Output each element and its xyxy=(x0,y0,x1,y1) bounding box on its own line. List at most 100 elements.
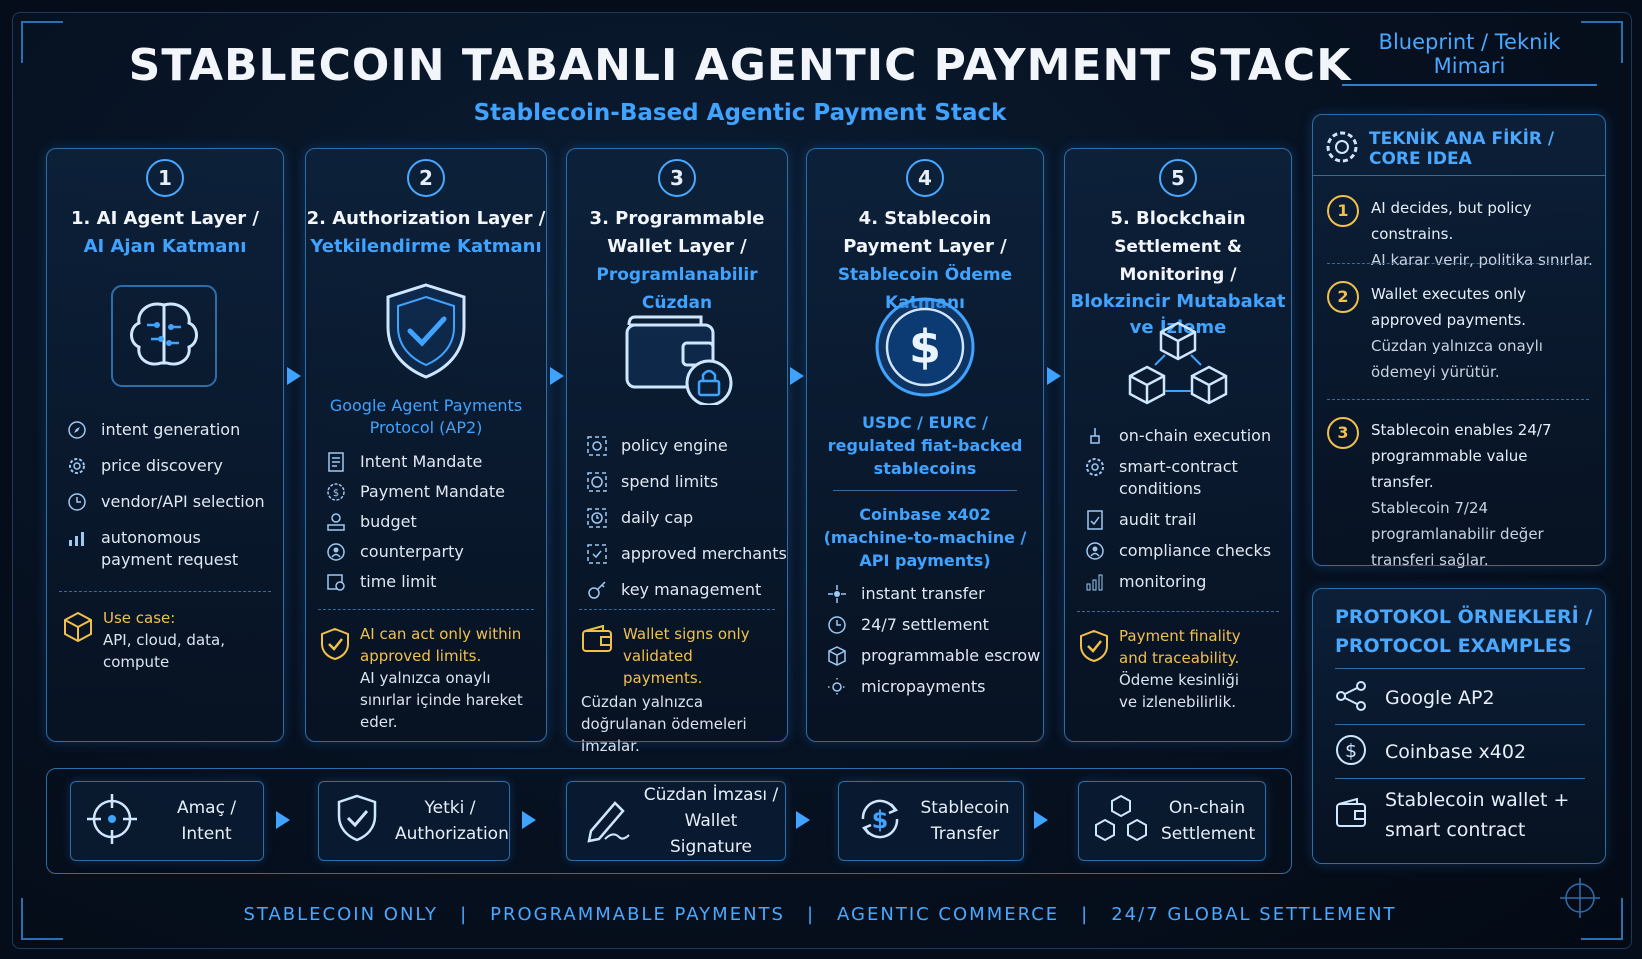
layer-items: instant transfer 24/7 settlement program… xyxy=(825,583,1040,707)
divider xyxy=(59,591,271,592)
shield-check-icon xyxy=(1079,629,1109,713)
corner-mark xyxy=(1581,898,1623,940)
shield-check-icon xyxy=(382,281,470,385)
gear-icon xyxy=(1325,130,1359,168)
layer-title: 3. Programmable Wallet Layer / Programla… xyxy=(589,208,765,313)
layer-authorization: 2 2. Authorization Layer / Yetkilendirme… xyxy=(305,148,547,742)
list-item: intent generation xyxy=(65,419,265,441)
layer-blockchain: 5 5. Blockchain Settlement & Monitoring … xyxy=(1064,148,1292,742)
blocks-icon xyxy=(1093,794,1151,848)
corner-mark xyxy=(21,898,63,940)
protocol-label: Google Agent Payments Protocol (AP2) xyxy=(329,396,523,437)
document-check-icon xyxy=(1083,509,1107,531)
protocol-item: Stablecoin wallet + smart contract xyxy=(1335,785,1575,845)
layer-title: 5. Blockchain Settlement & Monitoring / … xyxy=(1070,208,1286,338)
svg-text:$: $ xyxy=(1345,740,1357,762)
cube-icon xyxy=(825,645,849,667)
share-icon xyxy=(1335,681,1371,715)
list-item: $Payment Mandate xyxy=(324,481,505,503)
divider xyxy=(318,609,534,610)
page-subtitle: Stablecoin-Based Agentic Payment Stack xyxy=(473,100,1007,126)
crosshair-icon xyxy=(1556,874,1604,926)
core-idea-header: TEKNİK ANA FİKİR / CORE IDEA xyxy=(1325,129,1605,169)
layer-note: Wallet signs only validated payments. Cü… xyxy=(581,624,750,755)
divider xyxy=(833,490,1017,491)
list-item: price discovery xyxy=(65,455,265,477)
blocks-icon xyxy=(1125,319,1231,413)
flow-step-stablecoin-transfer: $ Stablecoin Transfer xyxy=(838,781,1024,861)
layer-items: Intent Mandate $Payment Mandate budget c… xyxy=(324,451,505,601)
svg-text:$: $ xyxy=(333,488,339,499)
list-item: counterparty xyxy=(324,541,505,563)
list-item: audit trail xyxy=(1083,509,1271,531)
core-idea-panel: TEKNİK ANA FİKİR / CORE IDEA 1 AI decide… xyxy=(1312,114,1606,569)
layer-number: 4 xyxy=(906,159,944,197)
list-item: instant transfer xyxy=(825,583,1040,605)
flow-arrow xyxy=(796,811,810,829)
list-item: policy engine xyxy=(585,435,787,457)
hand-chain-icon xyxy=(1083,425,1107,447)
dollar-coin-icon: $ xyxy=(873,295,977,403)
list-item: budget xyxy=(324,511,505,533)
flow-step-intent: Amaç / Intent xyxy=(70,781,264,861)
flow-container xyxy=(46,768,1292,874)
list-item: compliance checks xyxy=(1083,540,1271,562)
wallet-icon xyxy=(1335,797,1371,832)
layer-note: Use case:API, cloud, data, compute xyxy=(63,607,273,673)
divider xyxy=(1335,724,1585,725)
dollar-coin-icon: $ xyxy=(1335,734,1371,770)
document-icon xyxy=(324,451,348,473)
list-item: time limit xyxy=(324,571,505,593)
layer-number: 1 xyxy=(146,159,184,197)
key-icon xyxy=(585,579,609,601)
check-store-icon xyxy=(585,543,609,565)
wallet-icon xyxy=(581,624,613,689)
pen-sign-icon xyxy=(583,795,635,847)
compass-icon xyxy=(65,419,89,441)
svg-text:$: $ xyxy=(872,806,889,834)
brain-icon xyxy=(109,283,219,393)
layer-title: 2. Authorization Layer / Yetkilendirme K… xyxy=(306,208,546,257)
protocol-examples-title: PROTOKOL ÖRNEKLERİ /PROTOCOL EXAMPLES xyxy=(1335,606,1593,657)
stablecoins-label: USDC / EURC / regulated fiat-backed stab… xyxy=(827,413,1023,478)
layer-items: on-chain execution smart-contract condit… xyxy=(1083,425,1271,602)
divider xyxy=(579,609,775,610)
wallet-lock-icon xyxy=(621,305,737,409)
list-item: monitoring xyxy=(1083,571,1271,593)
gear-icon xyxy=(1083,456,1107,478)
divider xyxy=(1335,778,1585,779)
divider xyxy=(1313,175,1605,176)
timer-icon xyxy=(585,507,609,529)
flow-arrow xyxy=(1047,367,1061,385)
divider xyxy=(1327,263,1589,264)
layer-ai-agent: 1 1. AI Agent Layer / AI Ajan Katmanı in… xyxy=(46,148,284,742)
list-item: 24/7 settlement xyxy=(825,614,1040,636)
gauge-icon xyxy=(585,471,609,493)
gear-icon xyxy=(65,455,89,477)
gear-scan-icon xyxy=(585,435,609,457)
transfer-icon xyxy=(825,583,849,605)
list-item: vendor/API selection xyxy=(65,491,265,513)
flow-step-onchain-settlement: On-chain Settlement xyxy=(1078,781,1266,861)
dollar-cycle-icon: $ xyxy=(853,792,909,850)
protocol-item: $ Coinbase x402 xyxy=(1335,729,1526,775)
chart-icon xyxy=(65,527,89,549)
layer-title: 4. Stablecoin Payment Layer / Stablecoin… xyxy=(837,208,1013,313)
list-item: autonomous payment request xyxy=(65,527,265,571)
spark-icon xyxy=(825,676,849,698)
person-icon xyxy=(324,541,348,563)
list-item: approved merchants xyxy=(585,543,787,565)
corner-mark xyxy=(1581,21,1623,63)
divider xyxy=(1077,611,1279,612)
list-item: programmable escrow xyxy=(825,645,1040,667)
divider xyxy=(1335,668,1585,669)
list-item: key management xyxy=(585,579,787,601)
divider xyxy=(1327,399,1589,400)
calendar-clock-icon xyxy=(324,571,348,593)
layer-note: AI can act only within approved limits.A… xyxy=(320,623,540,733)
layer-stablecoin-payment: 4 4. Stablecoin Payment Layer / Stableco… xyxy=(806,148,1044,742)
badge-icon: $ xyxy=(324,481,348,503)
svg-text:$: $ xyxy=(909,320,941,374)
flow-arrow xyxy=(790,367,804,385)
core-point: 2 Wallet executes only approved payments… xyxy=(1327,281,1597,385)
